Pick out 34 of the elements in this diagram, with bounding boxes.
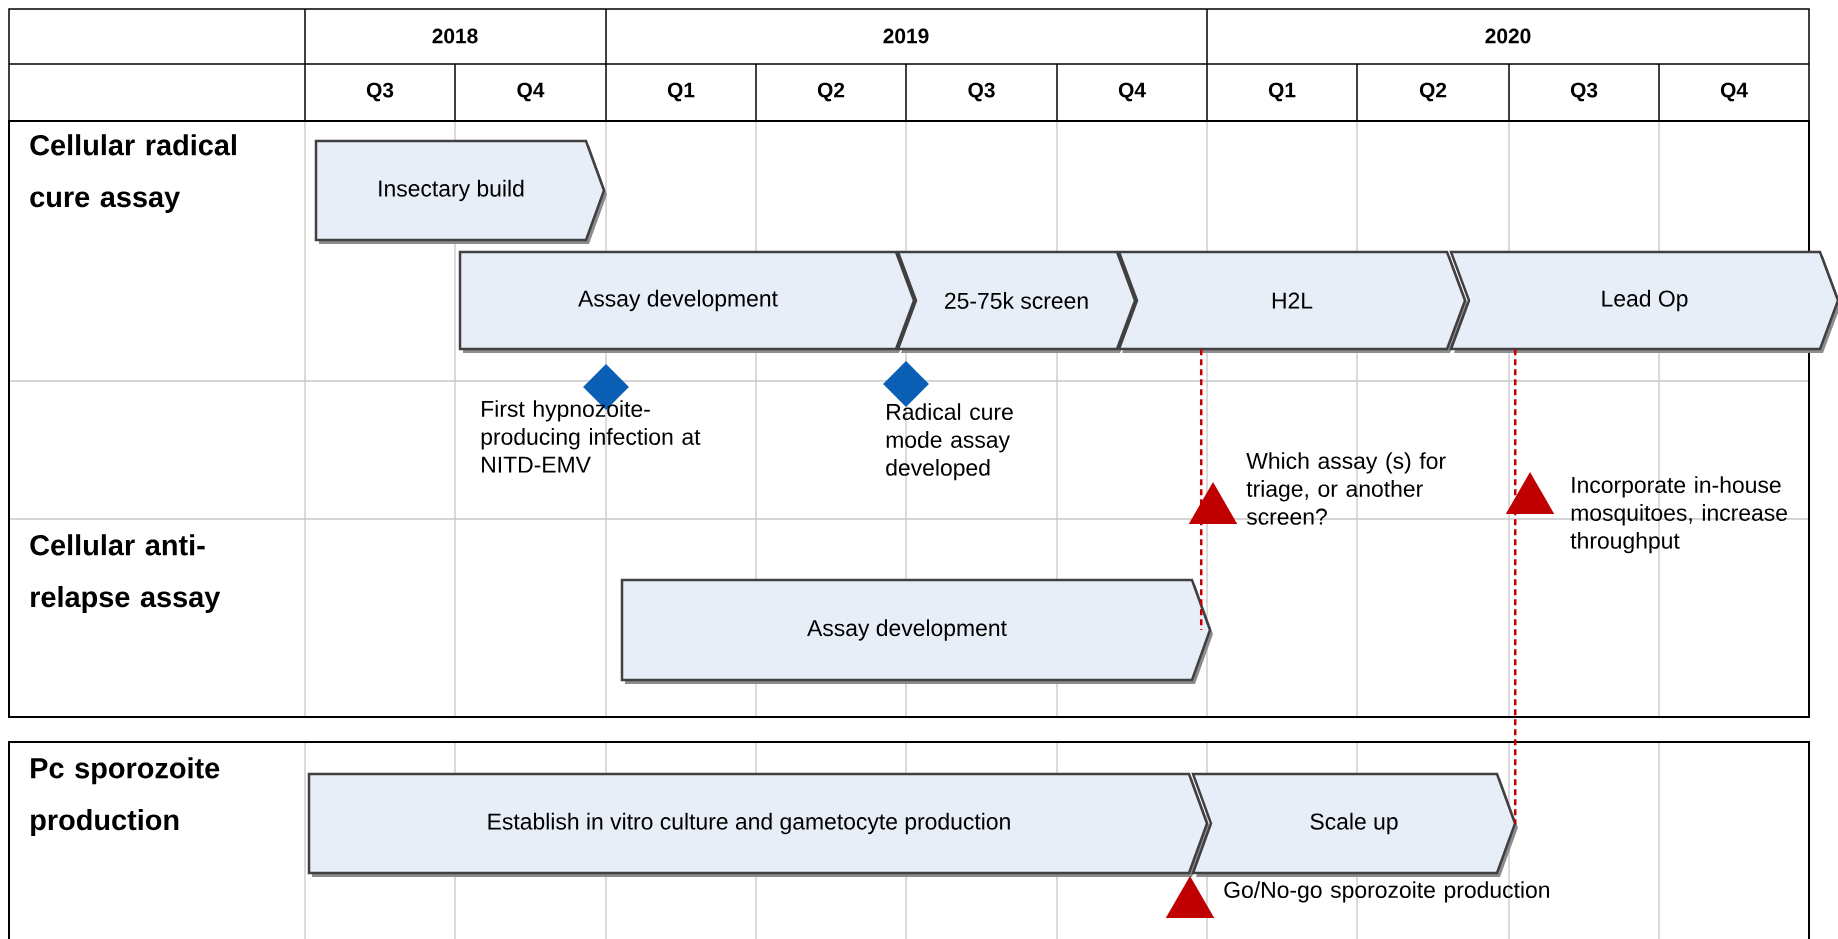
milestone-triangle [1165, 876, 1215, 918]
milestone-note: Radical cure mode assay developed [886, 403, 1013, 481]
milestone-triangle [1505, 472, 1555, 514]
row-title: Cellular radical cure assay [30, 134, 236, 213]
task-bar: Scale up [1191, 772, 1518, 877]
task-bar: Lead Op [1449, 250, 1838, 353]
task-bar: Establish in vitro culture and gametocyte production [307, 772, 1210, 877]
dashed-line [1199, 349, 1203, 630]
quarter-header: Q4 [1118, 82, 1146, 102]
row-title: Pc sporozoite production [31, 757, 220, 836]
quarter-header: Q3 [366, 82, 394, 102]
quarter-header: Q3 [968, 82, 995, 102]
milestone-triangle [1188, 482, 1238, 524]
milestone-note: Go/No-go sporozoite production [1224, 881, 1550, 903]
quarter-header: Q2 [817, 82, 845, 102]
quarter-header: Q4 [517, 82, 545, 102]
milestone-note: Which assay (s) for triage, or another screen? [1246, 452, 1446, 525]
row-title: Cellular anti-relapse assay [30, 534, 221, 613]
milestone-note: First hypnozoite-producing infection at NITD-EMV [481, 400, 701, 473]
quarter-header: Q3 [1570, 82, 1598, 102]
quarter-header: Q4 [1720, 82, 1748, 102]
year-header: 2019 [883, 28, 929, 44]
quarter-header: Q1 [1268, 82, 1296, 102]
dashed-line [1513, 349, 1517, 824]
year-header: 2020 [1485, 28, 1531, 44]
task-bar: Assay development [620, 578, 1213, 684]
task-bar: H2L [1117, 250, 1468, 353]
milestone-note: Incorporate in-house mosquitoes, increase throughput [1570, 476, 1787, 554]
year-header: 2018 [432, 28, 478, 44]
task-bar: 25-75k screen [896, 250, 1138, 353]
quarter-header: Q2 [1419, 82, 1447, 102]
task-bar: Assay development [458, 250, 917, 353]
quarter-header: Q1 [667, 82, 695, 102]
task-bar: Insectary build [314, 139, 607, 244]
